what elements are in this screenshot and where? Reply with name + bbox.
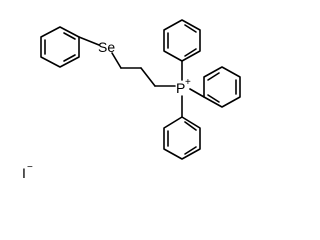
iodide-label: I — [22, 165, 26, 181]
phenyl-ring-selenium — [40, 26, 80, 68]
double-bond — [184, 121, 197, 131]
molecule-drawing: Se P + I − — [22, 19, 241, 181]
phosphorus-charge: + — [185, 77, 191, 88]
bond-se-c1 — [111, 52, 122, 69]
ring-outline — [203, 66, 241, 108]
double-bond — [184, 24, 197, 33]
phenyl-ring-right — [203, 66, 241, 108]
double-bond — [184, 146, 197, 155]
structure-diagram: Se P + I − — [22, 19, 241, 181]
double-bond — [63, 54, 76, 62]
iodide-charge: − — [27, 162, 33, 173]
bond-p-ring-right — [189, 88, 205, 98]
selenium-label: Se — [98, 39, 115, 55]
ring-outline — [163, 116, 201, 160]
ring-outline — [40, 26, 80, 68]
double-bond — [184, 48, 197, 57]
double-bond — [207, 72, 220, 81]
phosphorus-label: P — [176, 80, 185, 96]
phenyl-ring-top — [163, 19, 201, 62]
ring-outline — [163, 19, 201, 62]
bond-c2-c3 — [140, 67, 156, 87]
phenyl-ring-bottom — [163, 116, 201, 160]
double-bond — [207, 94, 220, 103]
double-bond — [63, 32, 76, 40]
bond-ring-se — [78, 36, 100, 46]
